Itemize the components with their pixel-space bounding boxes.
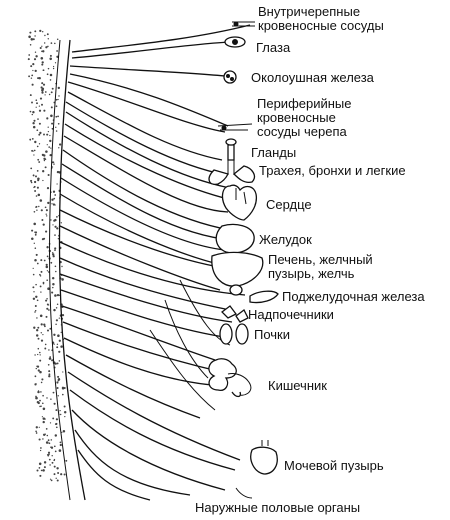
trachea-lungs-icon: [208, 160, 256, 185]
skull-vessels-icon: [217, 123, 253, 131]
label-intracranial-vessels-line2: кровеносные сосуды: [258, 18, 384, 33]
label-genitals: Наружные половые органы: [195, 500, 361, 515]
label-liver-line2: пузырь, желчь: [268, 266, 355, 281]
label-stomach: Желудок: [259, 232, 312, 247]
label-trachea-lungs: Трахея, бронхи и легкие: [259, 163, 406, 178]
label-parotid-gland: Околоушная железа: [251, 70, 374, 85]
intracranial-vessels-icon: [232, 21, 255, 27]
stomach-icon: [215, 223, 255, 254]
label-intestine: Кишечник: [268, 378, 327, 393]
genitals-icon: [235, 487, 253, 499]
label-eyes: Глаза: [256, 40, 291, 55]
bladder-icon: [250, 440, 278, 475]
label-adrenals: Надпочечники: [248, 307, 334, 322]
spinal-trunk-inner: [48, 39, 71, 501]
label-liver: Печень, желчный пузырь, желчь: [268, 253, 373, 281]
kidneys-icon: [219, 323, 249, 345]
label-kidneys: Почки: [254, 327, 291, 342]
label-peripheral-vessels-line1: Периферийные: [257, 96, 352, 111]
pancreas-icon: [249, 290, 279, 304]
label-heart: Сердце: [266, 197, 312, 212]
label-pancreas: Поджелудочная железа: [282, 289, 425, 304]
spinal-ganglia-chain: [27, 29, 68, 482]
liver-icon: [211, 251, 264, 296]
label-bladder: Мочевой пузырь: [284, 458, 384, 473]
glands-icon: [225, 138, 237, 161]
parotid-gland-icon: [223, 70, 237, 84]
nerve-fibres: [59, 24, 251, 501]
adrenals-icon: [221, 305, 249, 323]
heart-icon: [221, 184, 258, 221]
spinal-trunk: [58, 39, 86, 501]
eye-icon: [224, 36, 246, 48]
label-peripheral-vessels-line2: кровеносные: [257, 110, 336, 125]
label-intracranial-vessels: Внутричерепные кровеносные сосуды: [258, 5, 384, 33]
label-glands: Гланды: [251, 145, 297, 160]
intestine-icon: [208, 358, 252, 398]
label-liver-line1: Печень, желчный: [268, 252, 373, 267]
label-peripheral-vessels-line3: сосуды черепа: [257, 124, 347, 139]
label-peripheral-vessels: Периферийные кровеносные сосуды черепа: [257, 97, 352, 139]
label-intracranial-vessels-line1: Внутричерепные: [258, 4, 361, 19]
